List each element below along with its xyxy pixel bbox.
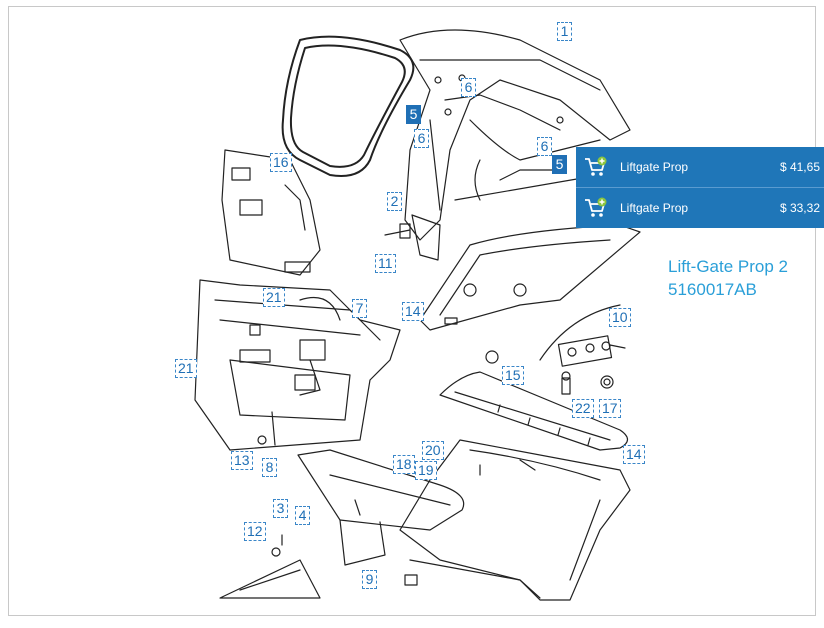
callout-1[interactable]: 1: [557, 22, 572, 41]
cargo-area-body: [399, 439, 631, 601]
callout-21-upper[interactable]: 21: [263, 288, 285, 307]
callout-6-b[interactable]: 6: [414, 129, 429, 148]
liftgate-trim-upper: [419, 224, 641, 331]
callout-7[interactable]: 7: [352, 299, 367, 318]
spoiler: [439, 371, 629, 451]
cart-add-icon[interactable]: [576, 197, 616, 219]
callout-19[interactable]: 19: [415, 461, 437, 480]
callout-21-left[interactable]: 21: [175, 359, 197, 378]
part-info: Lift-Gate Prop 2 5160017AB: [668, 255, 788, 301]
liftgate-lower-trim: [297, 449, 465, 566]
callout-22[interactable]: 22: [572, 399, 594, 418]
part-number: 5160017AB: [668, 280, 757, 299]
cart-add-icon[interactable]: [576, 156, 616, 178]
latch-assembly: [539, 304, 626, 395]
hinge-bolt: [384, 214, 441, 261]
callout-12[interactable]: 12: [244, 522, 266, 541]
weatherstrip-seal: [281, 35, 415, 177]
callout-5-primary[interactable]: 5: [406, 105, 421, 124]
popup-item-price: $ 41,65: [779, 160, 820, 174]
callout-9[interactable]: 9: [362, 570, 377, 589]
small-fastener: [219, 534, 321, 599]
callout-14-upper[interactable]: 14: [402, 302, 424, 321]
popup-item-price: $ 33,32: [779, 201, 820, 215]
callout-5-secondary[interactable]: 5: [552, 155, 567, 174]
grommet: [485, 350, 499, 364]
callout-3[interactable]: 3: [273, 499, 288, 518]
part-selection-popup: Liftgate Prop $ 41,65 Liftgate Prop $ 33…: [576, 147, 824, 228]
callout-15[interactable]: 15: [502, 366, 524, 385]
callout-14-lower[interactable]: 14: [623, 445, 645, 464]
callout-20[interactable]: 20: [422, 441, 444, 460]
callout-13[interactable]: 13: [231, 451, 253, 470]
callout-2[interactable]: 2: [387, 192, 402, 211]
callout-17[interactable]: 17: [599, 399, 621, 418]
part-title: Lift-Gate Prop 2: [668, 257, 789, 276]
callout-18[interactable]: 18: [393, 455, 415, 474]
callout-8[interactable]: 8: [262, 458, 277, 477]
liftgate-inner-panel: [194, 279, 401, 451]
callout-6-a[interactable]: 6: [461, 78, 476, 97]
callout-11[interactable]: 11: [375, 254, 396, 273]
callout-16[interactable]: 16: [270, 153, 292, 172]
callout-10[interactable]: 10: [609, 308, 631, 327]
popup-item[interactable]: Liftgate Prop $ 41,65: [576, 147, 824, 188]
popup-item[interactable]: Liftgate Prop $ 33,32: [576, 188, 824, 228]
vehicle-body: [399, 29, 631, 241]
callout-6-c[interactable]: 6: [537, 137, 552, 156]
callout-4[interactable]: 4: [295, 506, 310, 525]
hinge-panel: [221, 149, 321, 276]
popup-item-name: Liftgate Prop: [620, 160, 689, 174]
popup-item-name: Liftgate Prop: [620, 201, 689, 215]
